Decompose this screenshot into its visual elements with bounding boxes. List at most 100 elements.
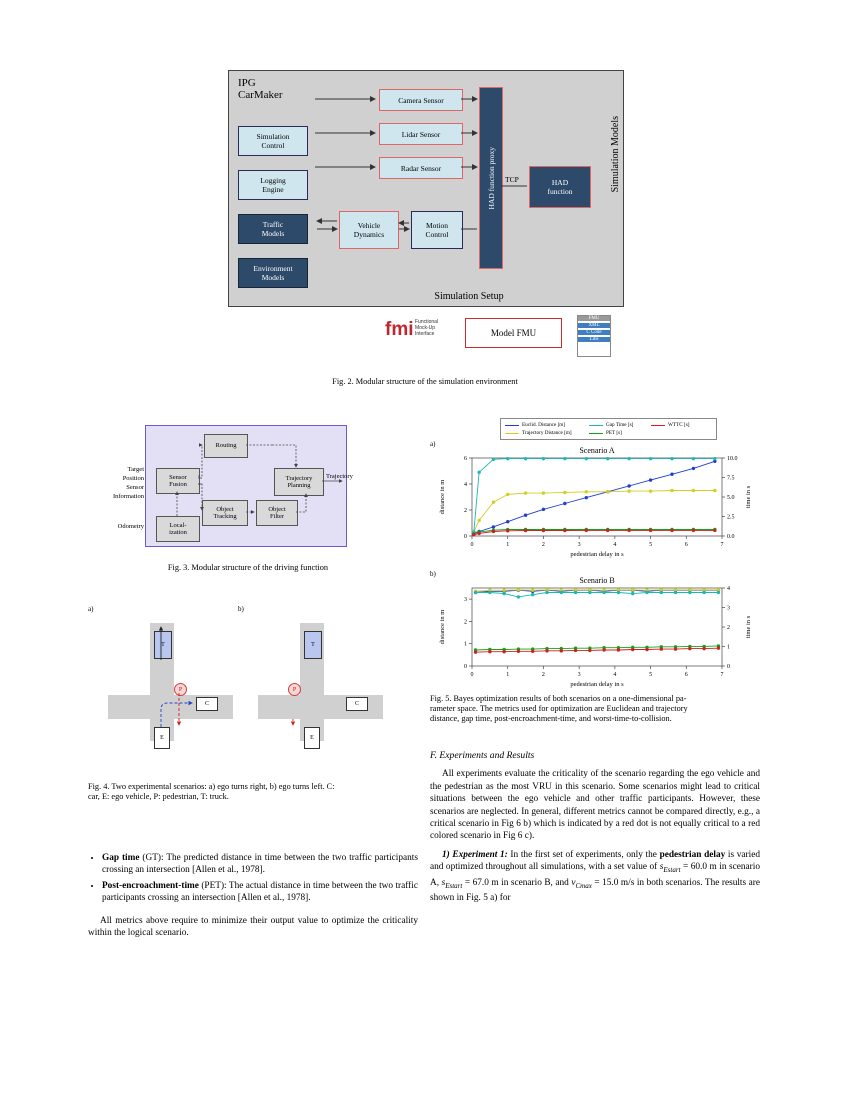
eq-sEstart-2: sEstart [442,878,463,890]
loc-l2: ization [169,529,187,536]
ped-a-label: P [178,686,183,693]
legend-swatch-gap [589,425,603,427]
figure-3-caption-text: Fig. 3. Modular structure of the driving… [167,563,329,572]
objfilter-l1: Object [268,505,286,513]
fmi-sub-l1: Functional [415,319,439,325]
svg-text:3: 3 [727,606,730,612]
p2-e: in both scenarios. The results are shown… [430,877,761,903]
svg-text:distance in m: distance in m [439,610,446,645]
env-l2: Models [261,273,285,282]
svg-text:1: 1 [506,672,509,678]
sensorfusion-l1: Sensor [169,473,187,481]
simulation-setup-label: Simulation Setup [319,291,619,302]
svg-text:1: 1 [506,542,509,548]
chart-legend: Euclid. Distance [m] Gap Time [s] WTTC [… [500,418,717,440]
block-trajectory-planning: Trajectory Planning [274,468,324,496]
block-environment-models: Environment Models [238,258,308,288]
logging-l2: Engine [262,185,284,194]
ped-b-label: P [292,686,297,693]
ego-b: E [304,727,320,749]
right-column-paragraph-1: All experiments evaluate the criticality… [430,769,760,842]
motion-l1: Motion [425,221,449,230]
svg-text:2: 2 [727,625,730,631]
svg-text:2: 2 [542,672,545,678]
figure-4-label-a: a) [88,605,93,613]
input-position: Position [108,475,144,482]
ego-a: E [154,727,170,749]
fmu-file-head: FMU [578,316,610,321]
fig4-cap-l1: Fig. 4. Two experimental scenarios: a) e… [88,782,335,791]
trajplan-l2: Planning [287,482,311,489]
svg-text:4: 4 [464,482,467,488]
trajplan-l1: Trajectory [285,474,313,482]
svg-text:5: 5 [649,672,652,678]
svg-text:0: 0 [464,534,467,540]
figure-5-caption: Fig. 5. Bayes optimization results of bo… [430,694,760,724]
objtrack-l2: Tracking [213,513,237,520]
svg-text:time in s: time in s [745,615,752,638]
metrics-bullet-list: Gap time (GT): The predicted distance in… [88,852,418,905]
tcp-label: TCP [505,175,519,184]
eq2-val: = 67.0 m [462,877,499,888]
carmaker-title-line2: CarMaker [238,89,283,101]
fig5-cap-l3: distance, gap time, post-encroachment-ti… [430,714,672,723]
input-sensor-text: Sensor [126,484,144,491]
legend-swatch-wttc [651,425,665,427]
legend-swatch-euclid [505,425,519,427]
right-column-paragraph-2: 1) Experiment 1: In the first set of exp… [430,849,760,904]
block-camera-sensor: Camera Sensor [379,89,463,111]
car-b: C [346,697,368,711]
svg-text:0: 0 [471,672,474,678]
legend-label-gap: Gap Time [s] [606,422,634,428]
bullet-pet: Post-encroachment-time (PET): The actual… [102,880,418,905]
fmu-file-icon: FMU XML C Code Libs [577,315,611,357]
routing-l1: Routing [215,442,237,450]
truck-b: T [304,631,322,659]
legend-swatch-traj [505,433,519,435]
output-trajectory: Trajectory [326,473,353,480]
svg-text:time in s: time in s [745,485,752,508]
sensorfusion-l2: Fusion [169,481,187,488]
fmi-sub-l2: Mock-Up [415,325,436,331]
svg-text:10.0: 10.0 [727,456,738,462]
sim-control-l1: Simulation [256,132,290,141]
figure-4-label-b: b) [238,605,244,613]
sim-setup-text: Simulation Setup [434,291,504,302]
svg-text:1: 1 [464,642,467,648]
fmi-logo: fmi [385,319,414,341]
fmu-file-row-0: XML [578,323,610,328]
figure-5-charts: Euclid. Distance [m] Gap Time [s] WTTC [… [430,418,760,688]
svg-text:distance in m: distance in m [439,480,446,515]
input-target-text: Target [127,466,144,473]
eq-sEstart-1: sEstart [660,862,681,875]
fig5-cap-l1: Fig. 5. Bayes optimization results of bo… [430,694,687,703]
truck-a: T [154,631,172,659]
carmaker-title-line1: IPG [238,77,256,89]
car-a: C [196,697,218,711]
model-fmu-box: Model FMU [465,318,562,348]
p2-c: in scenario A, [430,862,761,888]
bullet-gap-time-text: (GT): The predicted distance in time bet… [102,853,418,876]
panel-b-text: b) [430,570,436,578]
legend-swatch-pet [589,433,603,435]
eq1-sub: Estart [663,866,681,875]
svg-text:pedestrian delay in s: pedestrian delay in s [570,681,624,688]
fmi-subtitle: Functional Mock-Up Interface [415,319,438,337]
svg-text:3: 3 [464,597,467,603]
eq1-val: = 60.0 m [680,862,717,873]
panel-b-label: b) [430,570,436,578]
traffic-l1: Traffic [262,220,284,229]
left-column-text: Gap time (GT): The predicted distance in… [88,852,418,939]
svg-text:4: 4 [727,586,730,592]
experiment-1-lead: 1) Experiment 1: [442,849,508,860]
figure2-connectors [315,96,527,232]
figure-2-diagram: IPG CarMaker Simulation Control Logging … [228,70,624,307]
block-had-function: HAD function [529,166,591,208]
input-information-text: Information [112,493,144,500]
input-target: Target [108,466,144,473]
svg-text:0: 0 [471,542,474,548]
block-traffic-models: Traffic Models [238,214,308,244]
svg-text:2: 2 [464,508,467,514]
block-motion-control: Motion Control [411,211,463,249]
